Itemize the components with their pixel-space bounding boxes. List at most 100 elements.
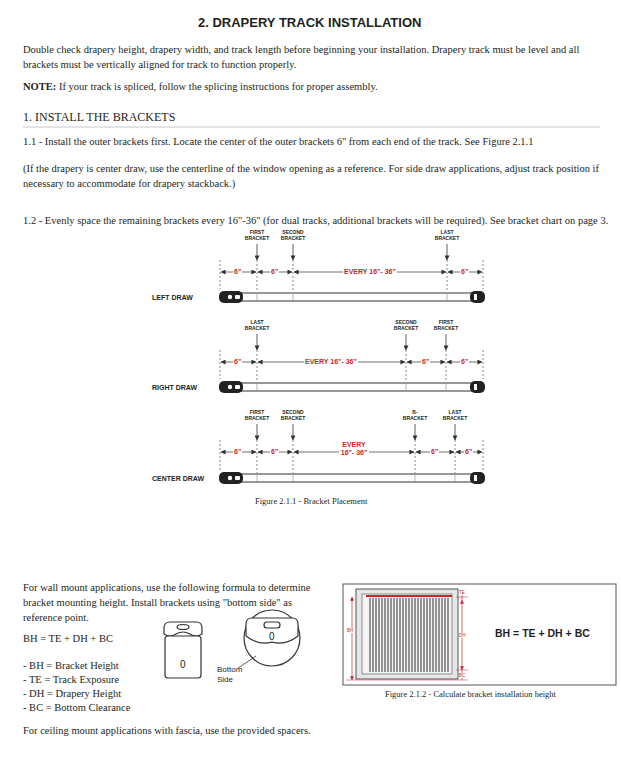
drapery-fold (433, 598, 434, 672)
cap-detail (228, 385, 232, 389)
bracket-label: B- BRACKET (402, 409, 428, 421)
extension-line (415, 440, 416, 473)
bracket-arrow (257, 334, 258, 350)
bracket-mark (293, 474, 294, 482)
cap-detail (474, 294, 477, 300)
extension-line (406, 350, 407, 382)
definition: - BC = Bottom Clearance (23, 700, 130, 715)
drapery-fold (397, 598, 398, 672)
drapery-fold (448, 598, 449, 672)
bracket-arrow (446, 334, 447, 350)
drapery-fold (373, 598, 374, 672)
track-rod (230, 293, 478, 301)
definition: - BH = Bracket Height (23, 658, 119, 673)
step-note: (If the drapery is center draw, use the … (23, 161, 613, 191)
section-rule (23, 127, 600, 128)
formula: BH = TE + DH + BC (23, 631, 113, 646)
bracket-arrow (455, 424, 456, 440)
track-end-cap (470, 291, 485, 303)
bracket-mark (406, 383, 407, 391)
callout-label: Bottom Side (217, 665, 249, 685)
dimension-label: DH (459, 633, 466, 638)
drapery-fold (424, 598, 425, 672)
bracket-arrow (406, 334, 407, 350)
dimension: 6" (233, 268, 242, 276)
bracket-mark (257, 293, 258, 301)
drapery-fold (400, 598, 401, 672)
track-end-cap (470, 472, 485, 484)
cap-detail (474, 384, 477, 390)
bracket-mark (455, 474, 456, 482)
intro-paragraph: Double check drapery height, drapery wid… (23, 42, 613, 72)
drapery-fold (421, 598, 422, 672)
drapery-fold (409, 598, 410, 672)
drapery-fold (403, 598, 404, 672)
bracket-label: LAST BRACKET (442, 409, 468, 421)
track-rod (230, 474, 478, 482)
drapery-fold (382, 598, 383, 672)
definition: - TE = Track Exposure (23, 672, 119, 687)
cap-detail (228, 476, 232, 480)
extension-line (483, 350, 484, 379)
dimension-label: BC (459, 673, 465, 678)
step-text: 1.1 - Install the outer brackets first. … (23, 134, 613, 149)
drapery-fold (370, 598, 371, 672)
dimension: EVERY 16"- 36" (343, 268, 397, 276)
dimension: 6" (464, 448, 473, 456)
note-text: If your track is spliced, follow the spl… (59, 79, 378, 94)
dimension: 6" (430, 448, 439, 456)
formula: BH = TE + DH + BC (495, 627, 590, 639)
bracket-arrow (293, 424, 294, 440)
bracket-hole-number: 0 (269, 631, 275, 642)
left-draw-track (219, 244, 485, 303)
dimension: 6" (270, 268, 279, 276)
bracket-mark (257, 474, 258, 482)
drapery-fold (439, 598, 440, 672)
bracket-label: SECOND BRACKET (393, 319, 419, 331)
cap-detail (235, 295, 240, 299)
note-label: NOTE: (23, 79, 56, 94)
dimension: 6" (233, 448, 242, 456)
drapery-fold (394, 598, 395, 672)
dimension: 6" (270, 448, 279, 456)
track-end-cap (470, 381, 485, 393)
bracket-arrow (447, 244, 448, 260)
dimension: EVERY 16"- 36" (304, 358, 358, 366)
extension-line (293, 260, 294, 292)
cap-detail (228, 295, 232, 299)
bracket-mark (293, 293, 294, 301)
drapery-fold (415, 598, 416, 672)
extension-line (446, 350, 447, 382)
drapery-fold (427, 598, 428, 672)
track-label: CENTER DRAW (152, 474, 204, 483)
dimension-label: BH (347, 628, 353, 633)
cap-detail (235, 476, 240, 480)
track-end-cap (219, 381, 243, 393)
drapery-fold (445, 598, 446, 672)
bracket-label: FIRST BRACKET (433, 319, 459, 331)
bracket-mark (446, 383, 447, 391)
track-label: LEFT DRAW (152, 293, 193, 302)
drapery-fold (436, 598, 437, 672)
figure-caption: Figure 2.1.1 - Bracket Placement (255, 496, 367, 506)
page-title: 2. DRAPERY TRACK INSTALLATION (198, 15, 421, 30)
extension-line (257, 350, 258, 382)
drapery-fold (385, 598, 386, 672)
bracket-label: SECOND BRACKET (280, 409, 306, 421)
dimension-label: TE (459, 590, 465, 595)
track-end-cap (219, 472, 243, 484)
bracket-detail-icon (244, 610, 300, 666)
extension-line (483, 440, 484, 470)
dimension: 6" (460, 358, 469, 366)
bracket-mark (415, 474, 416, 482)
bracket-label: LAST BRACKET (244, 319, 270, 331)
cap-detail (235, 385, 240, 389)
definition: - DH = Drapery Height (23, 686, 121, 701)
drapery-fold (376, 598, 377, 672)
bracket-label: FIRST BRACKET (244, 409, 270, 421)
extension-line (483, 260, 484, 289)
dimension: EVERY 16"- 36" (339, 441, 369, 457)
drapery-fold (379, 598, 380, 672)
track-end-cap (219, 291, 243, 303)
dimension: 6" (460, 268, 469, 276)
